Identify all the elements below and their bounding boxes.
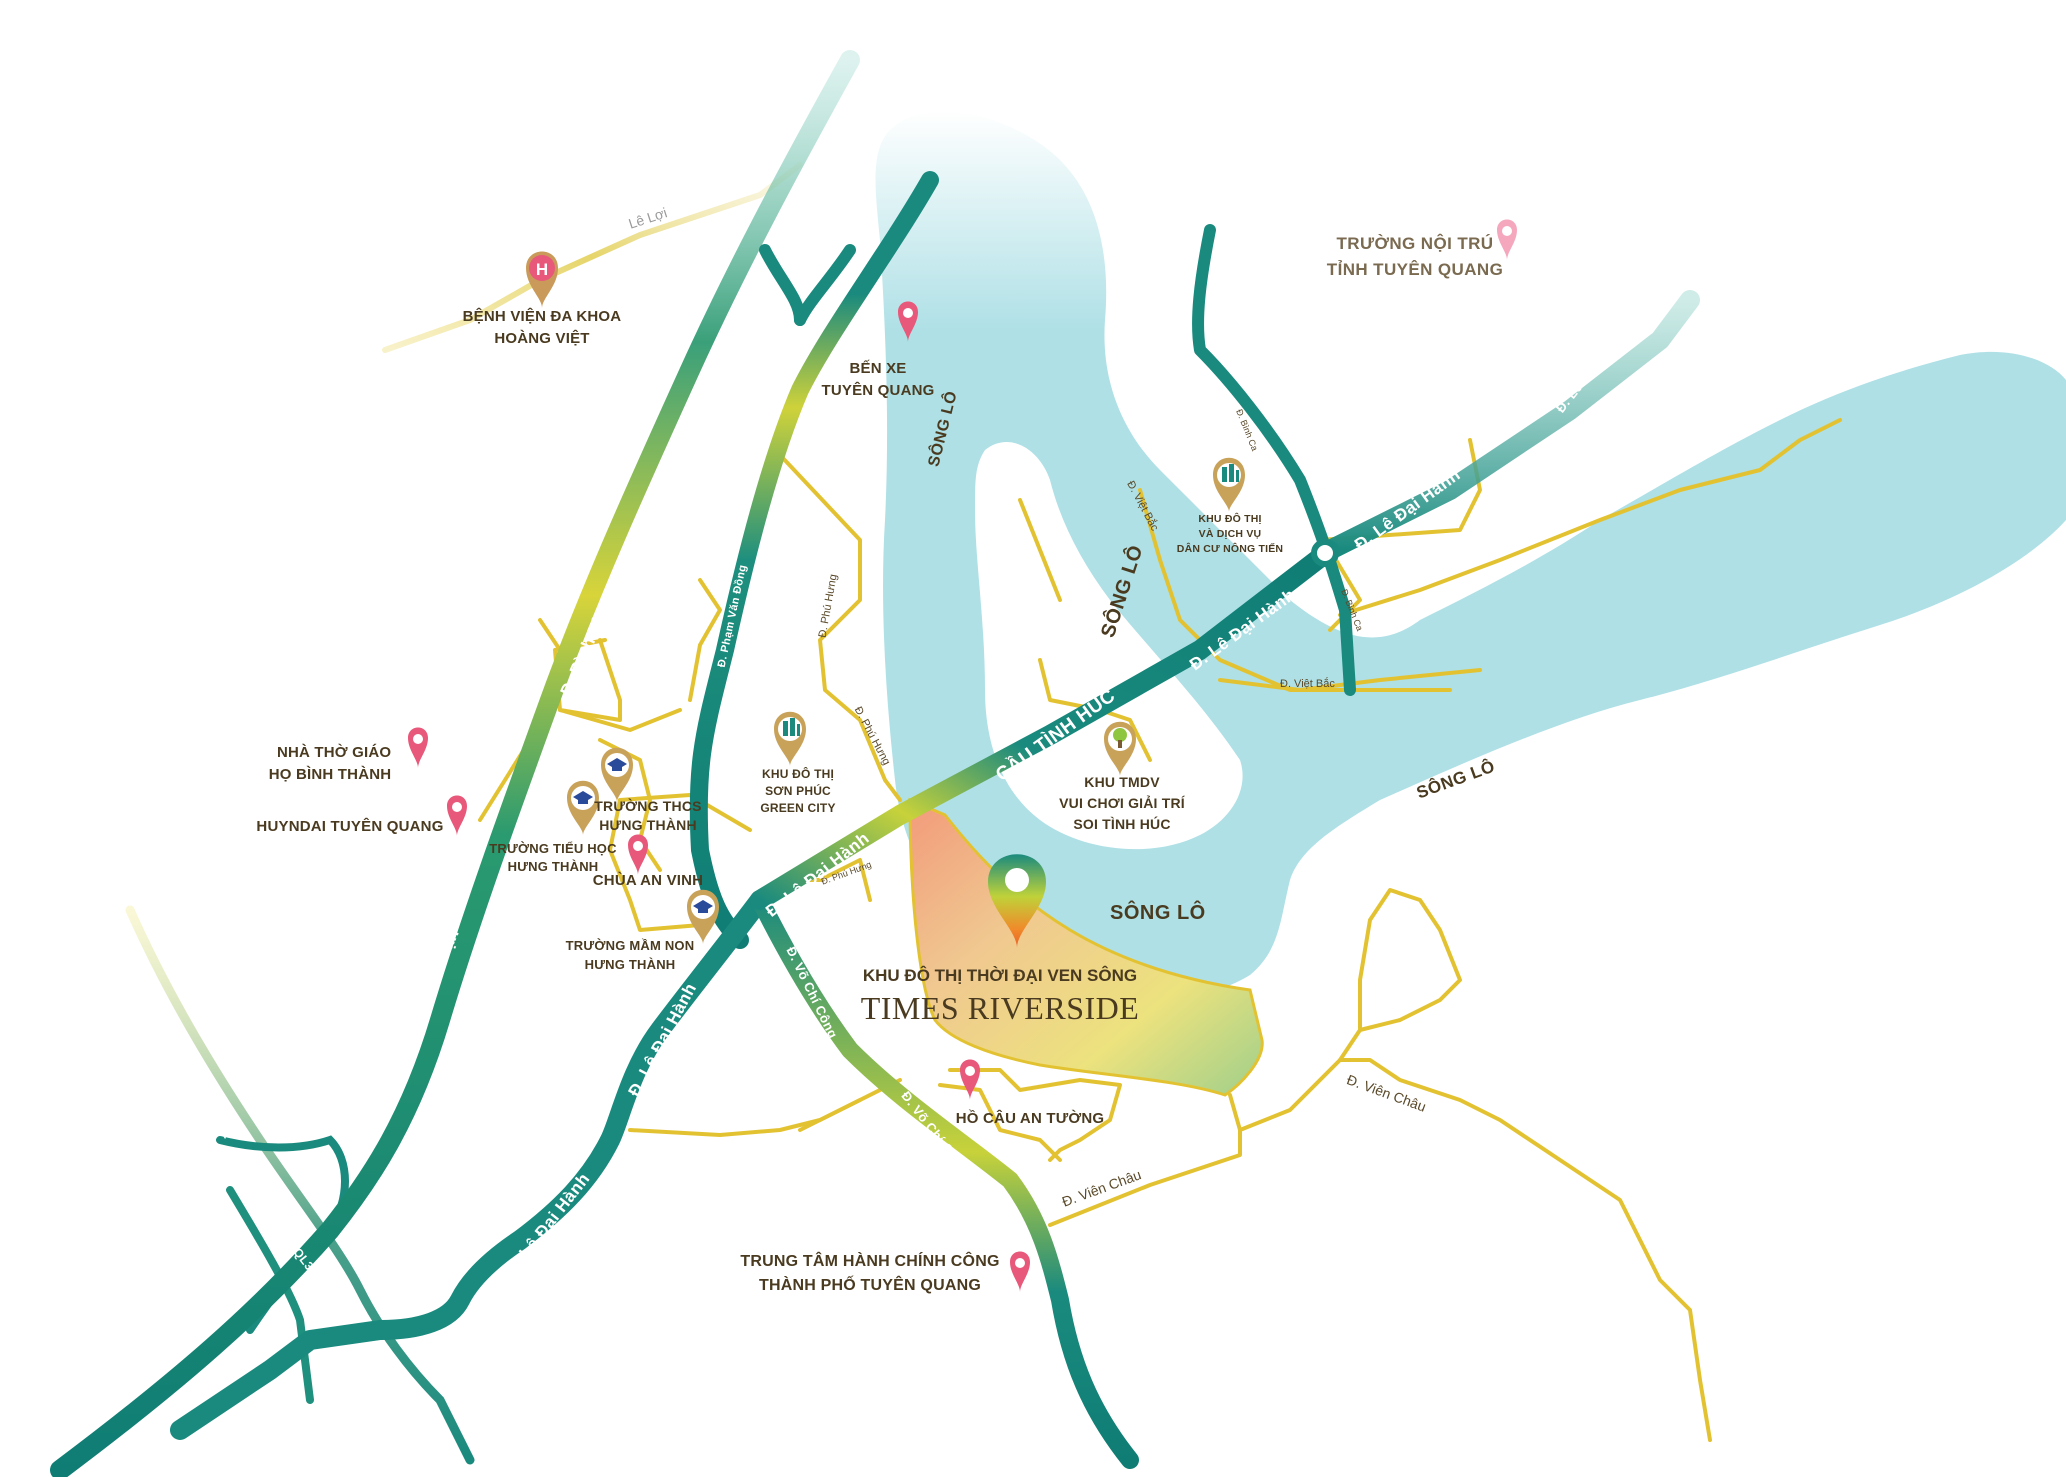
building-icon-son-phuc: [774, 711, 806, 766]
nong-tien-line3: DÂN CƯ NÔNG TIẾN: [1176, 543, 1284, 555]
pin-pagoda: [628, 834, 648, 875]
thcs-line1: TRƯỜNG THCS: [594, 798, 702, 814]
major-roads: [50, 50, 1700, 1477]
pin-church: [408, 727, 428, 768]
map-pins: H: [408, 219, 1517, 1292]
pin-fishing-lake: [960, 1059, 980, 1100]
boarding-school-line1: TRƯỜNG NỘI TRÚ: [1336, 234, 1494, 253]
building-icon-nong-tien: [1213, 457, 1245, 512]
church-line2: HỌ BÌNH THÀNH: [268, 766, 392, 783]
nong-tien-line1: KHU ĐÔ THỊ: [1198, 513, 1262, 525]
thcs-line2: HƯNG THÀNH: [599, 817, 697, 833]
pin-boarding-school: [1497, 219, 1517, 260]
soi-tinh-huc-line2: VUI CHƠI GIẢI TRÍ: [1059, 795, 1185, 811]
vo-chi-cong-road: [751, 891, 1139, 1469]
le-dai-hanh-road-south: [170, 890, 770, 1440]
label-thcs: TRƯỜNG THCS HƯNG THÀNH: [594, 797, 701, 835]
times-riverside-site: [908, 797, 1264, 1097]
boarding-school-line2: TỈNH TUYÊN QUANG: [1326, 260, 1504, 279]
bus-station-line1: BẾN XE: [849, 360, 907, 377]
soi-tinh-huc-line3: SOI TÌNH HÚC: [1073, 816, 1171, 832]
pagoda-line1: CHÙA AN VINH: [592, 872, 704, 889]
tree-icon-soi-tinh-huc: [1104, 721, 1136, 776]
mam-non-line1: TRƯỜNG MẦM NON: [565, 938, 695, 953]
river-label-4: SÔNG LÔ: [1110, 902, 1206, 924]
label-nong-tien: KHU ĐÔ THỊ VÀ DỊCH VỤ DÂN CƯ NÔNG TIẾN: [1177, 512, 1283, 557]
hospital-icon: H: [526, 251, 558, 308]
pin-bus-station: [898, 301, 918, 342]
hyundai-line1: HUYNDAI TUYÊN QUANG: [256, 818, 444, 835]
project-title: TIMES RIVERSIDE: [860, 990, 1140, 1026]
pin-hyundai: [447, 795, 467, 836]
son-phuc-line3: GREEN CITY: [760, 801, 836, 815]
son-phuc-line1: KHU ĐÔ THỊ: [762, 767, 834, 781]
project-location-pin: [988, 854, 1046, 948]
label-soi-tinh-huc: KHU TMDV VUI CHƠI GIẢI TRÍ SOI TÌNH HÚC: [1059, 772, 1185, 835]
binh-thuan-road: [50, 50, 860, 1477]
label-hyundai: HUYNDAI TUYÊN QUANG: [256, 816, 443, 838]
pin-admin-center: [1010, 1251, 1030, 1292]
tieu-hoc-line1: TRƯỜNG TIỂU HỌC: [489, 841, 617, 856]
project-subtitle: KHU ĐÔ THỊ THỜI ĐẠI VEN SÔNG: [862, 966, 1138, 985]
tieu-hoc-line2: HƯNG THÀNH: [507, 859, 599, 874]
label-pagoda: CHÙA AN VINH: [593, 870, 703, 892]
road-label-viet-bac-2: Đ. Việt Bắc: [1280, 678, 1335, 690]
church-line1: NHÀ THỜ GIÁO: [276, 744, 392, 761]
hospital-line1: BỆNH VIỆN ĐA KHOA: [462, 308, 622, 325]
label-hospital: BỆNH VIỆN ĐA KHOA HOÀNG VIỆT: [463, 306, 622, 350]
label-fishing-lake: HỒ CÂU AN TƯỜNG: [956, 1108, 1105, 1130]
label-admin-center: TRUNG TÂM HÀNH CHÍNH CÔNG THÀNH PHỐ TUYÊ…: [740, 1250, 999, 1298]
admin-center-line2: THÀNH PHỐ TUYÊN QUANG: [759, 1277, 981, 1294]
pham-van-dong-road: [689, 171, 939, 949]
label-bus-station: BẾN XE TUYÊN QUANG: [821, 358, 934, 402]
roundabout: [1311, 539, 1339, 567]
le-dai-hanh-road-east: [1320, 290, 1700, 560]
school-icon-mam-non: [687, 889, 719, 944]
school-icon-tieu-hoc: [567, 780, 599, 835]
cau-tinh-huc-bridge: [750, 540, 1340, 910]
bus-station-line2: TUYÊN QUANG: [821, 382, 935, 399]
admin-center-line1: TRUNG TÂM HÀNH CHÍNH CÔNG: [740, 1253, 1000, 1270]
nong-tien-line2: VÀ DỊCH VỤ: [1198, 528, 1262, 540]
mam-non-line2: HƯNG THÀNH: [584, 957, 676, 972]
soi-tinh-huc-line1: KHU TMDV: [1084, 774, 1160, 790]
label-boarding-school: TRƯỜNG NỘI TRÚ TỈNH TUYÊN QUANG: [1327, 231, 1503, 283]
fishing-lake-line1: HỒ CÂU AN TƯỜNG: [955, 1110, 1105, 1127]
son-phuc-line2: SƠN PHÚC: [765, 784, 831, 798]
label-church: NHÀ THỜ GIÁO HỌ BÌNH THÀNH: [269, 742, 392, 786]
label-mam-non: TRƯỜNG MẦM NON HƯNG THÀNH: [566, 936, 695, 974]
le-loi-road: [382, 162, 803, 353]
label-son-phuc: KHU ĐÔ THỊ SƠN PHÚC GREEN CITY: [760, 766, 835, 817]
hospital-line2: HOÀNG VIỆT: [494, 330, 590, 347]
school-icon-thcs: [601, 747, 633, 802]
label-tieu-hoc: TRƯỜNG TIỂU HỌC HƯNG THÀNH: [489, 840, 616, 876]
svg-text:H: H: [536, 260, 548, 279]
